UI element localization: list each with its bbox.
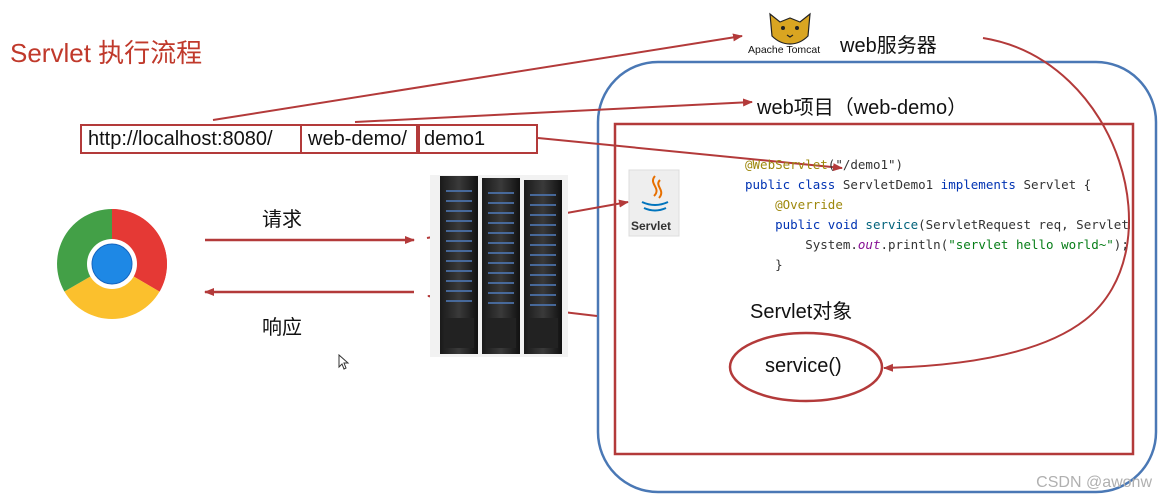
server-rack-icon	[430, 175, 568, 357]
service-ellipse	[728, 331, 884, 403]
tomcat-logo-text: Apache Tomcat	[748, 44, 821, 56]
servlet-code-snippet: @WebServlet("/demo1") public class Servl…	[745, 157, 1130, 272]
chrome-icon	[57, 209, 167, 319]
request-label: 请求	[262, 209, 302, 231]
servlet-logo-text: Servlet	[631, 219, 672, 233]
web-server-label: web服务器	[840, 35, 937, 57]
arrow-resource-to-servlet	[537, 137, 843, 172]
arrow-server-to-service	[883, 37, 1130, 372]
servlet-object-label: Servlet对象	[750, 301, 853, 323]
csdn-watermark: CSDN @awonw	[1036, 474, 1152, 491]
web-project-label: web项目（web-demo）	[757, 97, 968, 119]
service-method-label: service()	[765, 355, 842, 377]
java-servlet-icon	[628, 169, 680, 237]
page-title: Servlet 执行流程	[10, 38, 203, 68]
response-label: 响应	[262, 317, 302, 339]
code-annotation: @WebServlet	[745, 157, 828, 172]
arrow-project-to-webproject	[354, 98, 753, 123]
url-project-box: web-demo/	[300, 124, 420, 154]
arrow-host-to-server	[212, 33, 743, 121]
cursor-icon	[338, 354, 350, 370]
web-server-container	[596, 60, 1158, 494]
web-project-box	[613, 122, 1135, 456]
tomcat-icon	[769, 12, 811, 45]
url-resource-box: demo1	[416, 124, 538, 154]
